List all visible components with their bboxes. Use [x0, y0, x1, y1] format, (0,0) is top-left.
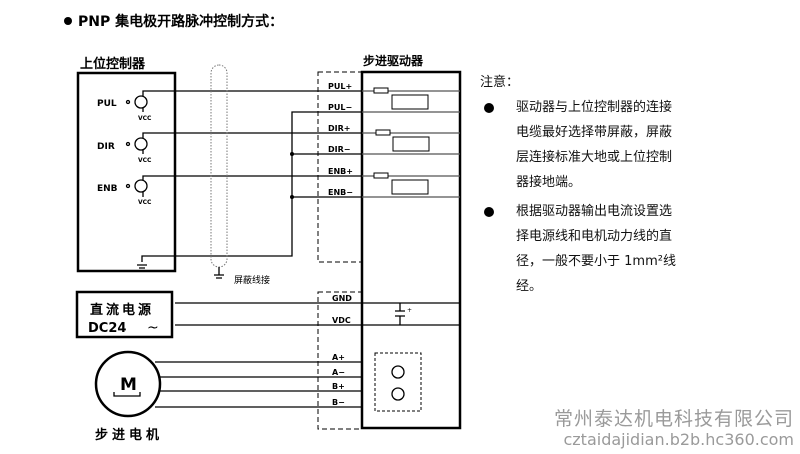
- bullet-icon: [484, 103, 494, 113]
- transistor-icon: [125, 137, 148, 151]
- svg-text:DIR: DIR: [97, 142, 115, 152]
- motor-wires: [155, 361, 362, 408]
- shield-cable-icon: [210, 64, 228, 268]
- brake-circuit-icon: [374, 352, 422, 412]
- note-item: 驱动器与上位控制器的连接电缆最好选择带屏蔽，屏蔽层连接标准大地或上位控制器接地端…: [480, 95, 680, 195]
- svg-text:A+: A+: [332, 353, 345, 362]
- svg-text:ENB+: ENB+: [328, 167, 353, 176]
- notes-panel: 注意： 驱动器与上位控制器的连接电缆最好选择带屏蔽，屏蔽层连接标准大地或上位控制…: [480, 70, 680, 299]
- watermark-company: 常州泰达机电科技有限公司: [553, 408, 794, 430]
- motor-label: 步进电机: [95, 427, 163, 443]
- svg-text:DIR+: DIR+: [328, 124, 350, 133]
- power-wiring: +: [175, 302, 460, 326]
- svg-text:VCC: VCC: [138, 199, 152, 206]
- svg-text:PUL−: PUL−: [328, 103, 352, 112]
- controller-box: [76, 71, 177, 273]
- power-supply-box: [75, 290, 174, 339]
- optocoupler-icon: [392, 136, 430, 152]
- driver-terminals: PUL+ PUL− DIR+ DIR− ENB+ ENB− GND VDC A+…: [328, 82, 353, 407]
- svg-text:PUL: PUL: [97, 99, 117, 109]
- svg-text:B−: B−: [332, 398, 345, 407]
- notes-heading: 注意：: [480, 75, 520, 90]
- ground-icon: [214, 267, 224, 279]
- motor-icon: [94, 350, 162, 418]
- driver-label: 步进驱动器: [363, 53, 424, 68]
- svg-text:ENB: ENB: [97, 184, 118, 194]
- optocouplers: [362, 87, 460, 198]
- title-bullet: [64, 17, 72, 25]
- svg-text:VDC: VDC: [332, 316, 351, 325]
- transistor-icon: [125, 95, 148, 109]
- svg-text:DIR−: DIR−: [328, 145, 350, 154]
- optocoupler-icon: [391, 179, 429, 195]
- motor-symbol: M: [120, 375, 137, 395]
- power-label: 直流电源: [90, 302, 154, 318]
- bullet-icon: [484, 207, 494, 217]
- svg-text:B+: B+: [332, 382, 345, 391]
- diagram-title: PNP 集电极开路脉冲控制方式：: [78, 13, 283, 30]
- svg-text:A−: A−: [332, 368, 345, 377]
- transistor-icon: [125, 179, 148, 193]
- svg-text:+: +: [407, 307, 412, 314]
- controller-label: 上位控制器: [80, 56, 146, 72]
- controller-signals: PUL DIR ENB VCC VCC VCC: [97, 90, 362, 269]
- driver-box: [360, 70, 462, 430]
- ac-symbol: ~: [147, 320, 159, 336]
- optocoupler-icon: [391, 94, 429, 110]
- power-voltage: DC24: [88, 321, 126, 336]
- note-item: 根据驱动器输出电流设置选择电源线和电机动力线的直径，一般不要小于 1mm²线经。: [480, 199, 680, 299]
- shield-label: 屏蔽线接: [234, 274, 270, 286]
- svg-text:ENB−: ENB−: [328, 188, 353, 197]
- svg-text:PUL+: PUL+: [328, 82, 352, 91]
- svg-text:VCC: VCC: [138, 115, 152, 122]
- svg-text:VCC: VCC: [138, 157, 152, 164]
- watermark-url: cztaidajidian.b2b.hc360.com: [563, 430, 794, 449]
- svg-text:GND: GND: [332, 294, 352, 303]
